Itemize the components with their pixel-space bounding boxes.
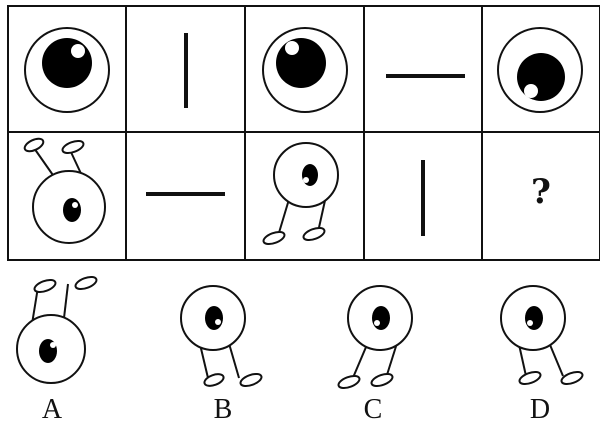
cell-r1-c5-eye bbox=[498, 28, 582, 112]
option-c-label[interactable]: C bbox=[343, 394, 403, 426]
option-b-legged-eye bbox=[181, 286, 263, 388]
cell-r1-c1-eye bbox=[25, 28, 109, 112]
cell-r2-c1-antenna-eye bbox=[23, 136, 105, 243]
option-c-legged-eye bbox=[337, 286, 412, 390]
option-d-label[interactable]: D bbox=[510, 394, 570, 426]
option-a-antenna-eye bbox=[17, 275, 98, 383]
question-mark: ? bbox=[511, 172, 571, 212]
cell-r2-c3-legged-eye bbox=[262, 143, 338, 246]
option-b-label[interactable]: B bbox=[193, 394, 253, 426]
option-d-legged-eye bbox=[501, 286, 584, 386]
option-a-label[interactable]: A bbox=[22, 394, 82, 426]
cell-r1-c3-eye bbox=[263, 28, 347, 112]
